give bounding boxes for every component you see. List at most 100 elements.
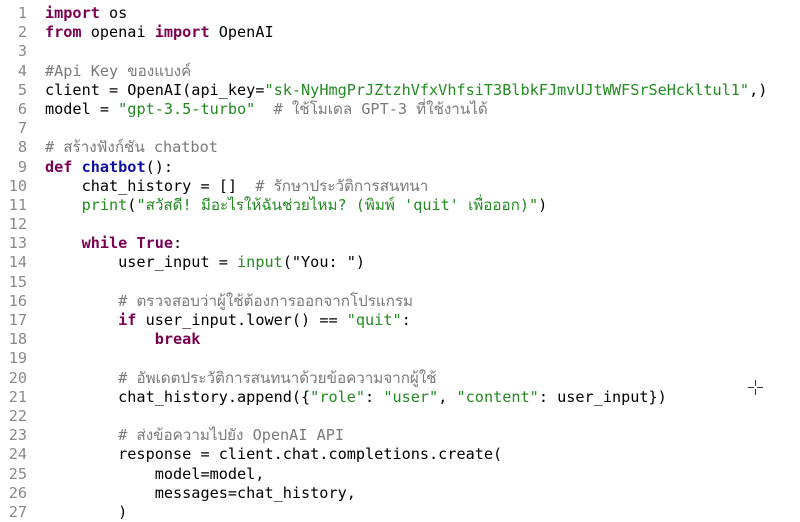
line-number: 22 (8, 406, 27, 425)
crosshair-cursor-icon (748, 380, 763, 395)
line-number: 19 (8, 349, 27, 368)
code-text: user_input = input("You: ") (45, 253, 365, 272)
line-number: 27 (8, 502, 27, 521)
line-number: 2 (17, 23, 27, 42)
code-token: input (237, 253, 283, 272)
code-token: # สร้างฟังก์ชัน chatbot (45, 138, 218, 157)
line-number: 12 (8, 215, 27, 234)
line-number: 26 (8, 483, 27, 502)
code-text: chat_history = [] # รักษาประวัติการสนทนา (45, 176, 429, 196)
line-number: 16 (8, 291, 27, 310)
code-line[interactable]: 20 # อัพเดตประวัติการสนทนาด้วยข้อความจาก… (0, 369, 800, 388)
code-token: response = client.chat.completions.creat… (45, 445, 503, 464)
code-line[interactable]: 11 print("สวัสดี! มีอะไรให้ฉันช่วยไหม? (… (0, 196, 800, 215)
code-token: "สวัสดี! มีอะไรให้ฉันช่วยไหม? (พิมพ์ 'qu… (136, 195, 539, 214)
code-token (72, 158, 81, 176)
code-line[interactable]: 19 (0, 349, 800, 368)
code-text: model=model, (45, 464, 265, 484)
code-text: client = OpenAI(api_key="sk-NyHmgPrJZtzh… (45, 81, 767, 100)
line-number: 23 (8, 426, 27, 445)
line-number: 25 (8, 464, 27, 483)
line-number: 13 (8, 234, 27, 253)
code-text: model = "gpt-3.5-turbo" # ใช้โมเดล GPT-3… (45, 100, 488, 119)
code-token: # อัพเดตประวัติการสนทนาด้วยข้อความจากผู้… (118, 368, 437, 387)
code-line[interactable]: 23 # ส่งข้อความไปยัง OpenAI API (0, 426, 800, 445)
code-line[interactable]: 13 while True: (0, 234, 800, 253)
code-text: import os (45, 4, 127, 23)
code-line[interactable]: 4#Api Key ของแบงค์ (0, 62, 800, 81)
code-token: user_input = (45, 253, 238, 272)
code-token: ) (45, 502, 128, 521)
code-token: # ตรวจสอบว่าผู้ใช้ต้องการออกจากโปรแกรม (118, 291, 414, 310)
code-text: print("สวัสดี! มีอะไรให้ฉันช่วยไหม? (พิม… (45, 195, 548, 215)
code-line[interactable]: 15 (0, 273, 800, 292)
code-line[interactable]: 8 # สร้างฟังก์ชัน chatbot (0, 138, 800, 157)
code-token: import (154, 23, 210, 42)
code-line[interactable]: 17 if user_input.lower() == "quit": (0, 311, 800, 330)
code-token: openai (81, 23, 155, 42)
line-number: 14 (8, 253, 27, 272)
code-token: "role" (310, 387, 366, 406)
code-line[interactable]: 21 chat_history.append({"role": "user", … (0, 388, 800, 407)
code-token: True (136, 234, 174, 253)
code-token: "gpt-3.5-turbo" (118, 99, 256, 118)
code-token: (): (145, 157, 174, 176)
code-line[interactable]: 10 chat_history = [] # รักษาประวัติการสน… (0, 177, 800, 196)
code-text: # สร้างฟังก์ชัน chatbot (45, 138, 218, 157)
line-number: 11 (8, 195, 27, 214)
code-token: messages=chat_history, (45, 483, 356, 502)
code-token: ( (127, 195, 137, 214)
code-token: "content" (456, 387, 539, 406)
code-token: model=model, (45, 464, 265, 483)
code-token (45, 292, 118, 310)
code-line[interactable]: 16 # ตรวจสอบว่าผู้ใช้ต้องการออกจากโปรแกร… (0, 292, 800, 311)
code-token: chatbot (81, 157, 146, 176)
code-line[interactable]: 14 user_input = input("You: ") (0, 253, 800, 272)
code-token (45, 234, 82, 252)
code-token (45, 426, 118, 444)
line-number: 3 (17, 42, 27, 61)
code-token: : user_input}) (538, 387, 667, 406)
code-token: # ใช้โมเดล GPT-3 ที่ใช้งานได้ (273, 99, 488, 118)
code-token: "quit" (346, 311, 402, 329)
code-token: # ส่งข้อความไปยัง OpenAI API (118, 426, 345, 445)
code-text: chat_history.append({"role": "user", "co… (45, 388, 667, 407)
code-token: while (81, 234, 128, 253)
code-line[interactable]: 3 (0, 42, 800, 61)
code-token: os (99, 4, 128, 22)
code-text: ) (45, 503, 127, 522)
line-number: 20 (8, 368, 27, 387)
line-number: 4 (17, 61, 27, 80)
code-token: def (45, 157, 73, 176)
code-token: "user" (383, 387, 439, 406)
line-number: 8 (17, 138, 27, 157)
code-line[interactable]: 26 messages=chat_history, (0, 484, 800, 503)
code-token: : (173, 234, 183, 253)
code-token: ,) (749, 80, 768, 99)
code-line[interactable]: 12 (0, 215, 800, 234)
code-line[interactable]: 27 ) (0, 503, 800, 522)
code-token (45, 311, 118, 329)
code-token: "sk-NyHmgPrJZtzhVfxVhfsiT3BlbkFJmvUJtWWF… (264, 80, 750, 99)
line-number: 21 (8, 387, 27, 406)
code-text: break (45, 330, 201, 349)
code-token (255, 100, 273, 118)
code-line[interactable]: 22 (0, 407, 800, 426)
line-number: 24 (8, 445, 27, 464)
code-text: def chatbot(): (45, 158, 173, 177)
line-number: 10 (8, 176, 27, 195)
code-token: : (365, 387, 384, 406)
code-line[interactable]: 18 break (0, 330, 800, 349)
code-line[interactable]: 7 (0, 119, 800, 138)
code-line[interactable]: 24 response = client.chat.completions.cr… (0, 445, 800, 464)
code-token: # รักษาประวัติการสนทนา (255, 176, 429, 195)
code-text: # ตรวจสอบว่าผู้ใช้ต้องการออกจากโปรแกรม (45, 292, 413, 311)
code-token: OpenAI (209, 23, 274, 42)
code-line[interactable]: 25 model=model, (0, 465, 800, 484)
